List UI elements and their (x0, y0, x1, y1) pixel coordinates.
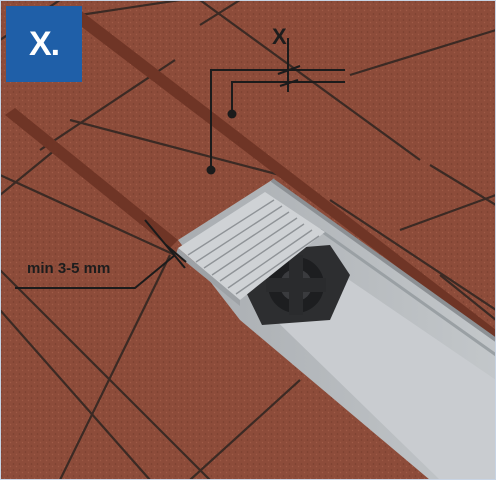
dimension-lines (15, 38, 345, 289)
tile-edge-strip (5, 108, 178, 248)
gap-x-label: X (272, 24, 287, 49)
tile-edge-strip-upper (70, 10, 496, 342)
channel-rim (270, 178, 496, 342)
step-badge: X. (6, 6, 82, 82)
channel-rim-inner (319, 228, 496, 357)
gap-min-label: min 3-5 mm (27, 260, 111, 277)
drain-grate (176, 192, 325, 306)
dimension-dots (206, 109, 237, 175)
